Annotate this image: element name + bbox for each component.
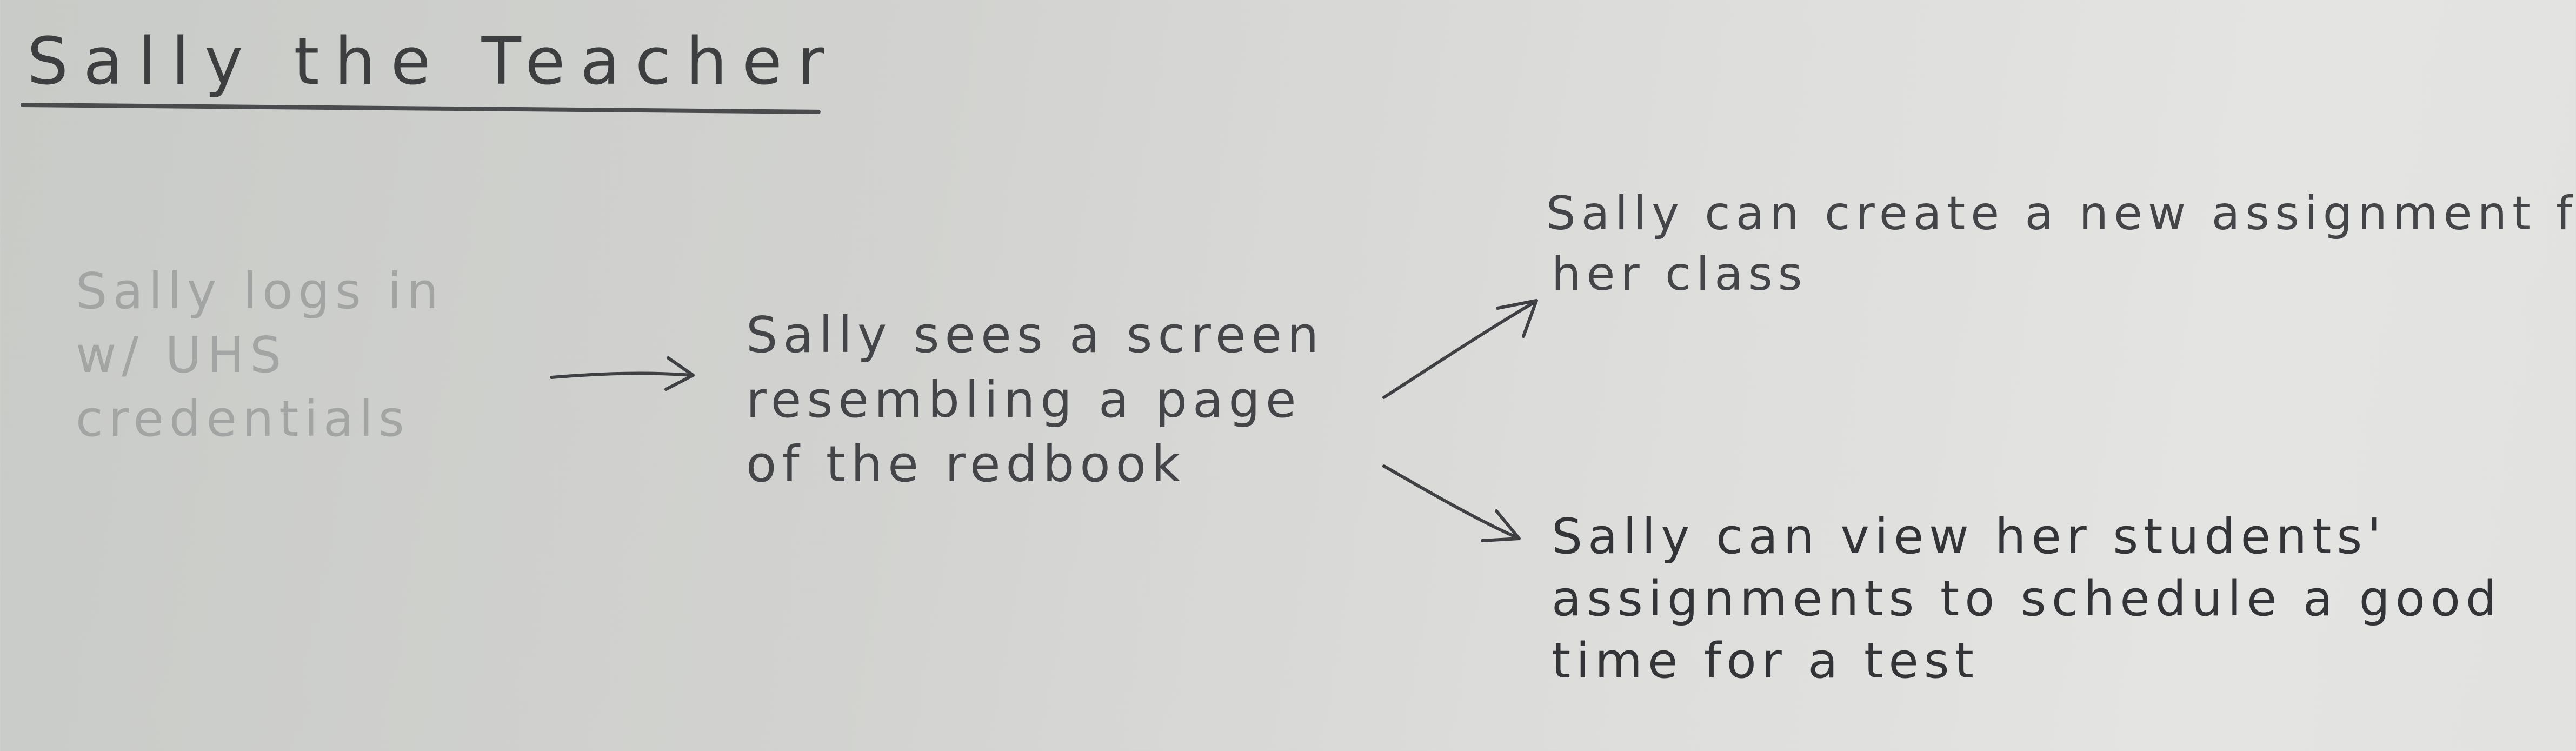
node-create-assignment: Sally can create a new assignment for he… bbox=[1546, 184, 2576, 305]
node-login: Sally logs in w/ UHS credentials bbox=[76, 260, 444, 450]
node-screen: Sally sees a screen resembling a page of… bbox=[746, 303, 1324, 497]
diagram-title: Sally the Teacher bbox=[27, 24, 840, 99]
node-login-line-3: credentials bbox=[76, 389, 410, 448]
node-login-line-2: w/ UHS bbox=[76, 325, 287, 384]
node-view-line-1: Sally can view her students' bbox=[1552, 508, 2386, 565]
node-create-line-1: Sally can create a new assignment for bbox=[1546, 187, 2576, 241]
node-screen-line-1: Sally sees a screen bbox=[746, 306, 1324, 364]
arrow-screen-to-create bbox=[1382, 299, 1538, 399]
node-view-line-3: time for a test bbox=[1552, 633, 1979, 690]
node-login-line-1: Sally logs in bbox=[76, 262, 444, 320]
arrow-screen-to-view bbox=[1382, 464, 1521, 542]
node-view-assignments: Sally can view her students' assignments… bbox=[1552, 506, 2502, 693]
node-create-line-2: her class bbox=[1552, 247, 1808, 301]
node-screen-line-3: of the redbook bbox=[746, 435, 1186, 494]
arrow-login-to-screen bbox=[550, 356, 695, 391]
node-view-line-2: assignments to schedule a good bbox=[1552, 570, 2502, 628]
node-screen-line-2: resembling a page bbox=[746, 370, 1302, 429]
